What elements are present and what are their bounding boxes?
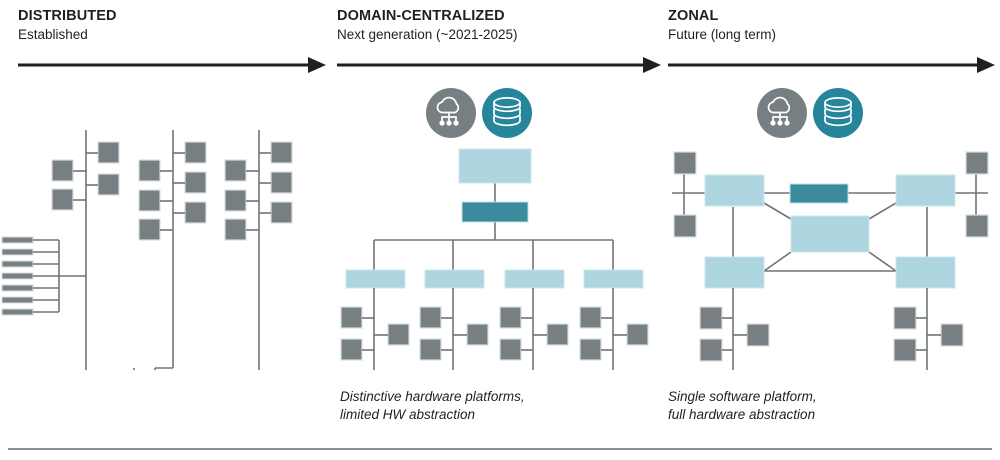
sensor-comb-group (1, 236, 86, 316)
arrow-distributed (18, 57, 326, 73)
ecu-branch-upper-a (51, 130, 120, 370)
domain-controller-box (583, 269, 644, 289)
column-subtitle: Future (long term) (668, 27, 777, 42)
database-icon (813, 88, 863, 138)
footer-divider (8, 448, 992, 450)
domain-controller-box (345, 269, 406, 289)
arrow-zonal (668, 57, 995, 73)
arrow-domain-centralized (337, 57, 661, 73)
column-header-zonal: ZONAL Future (long term) (668, 8, 776, 43)
domain-subtree (499, 288, 569, 370)
column-header-distributed: DISTRIBUTED Established (18, 8, 117, 43)
zone-controller-box (704, 256, 765, 289)
column-title: DOMAIN-CENTRALIZED (337, 8, 505, 24)
central-compute-box (790, 215, 870, 253)
column-header-domain-centralized: DOMAIN-CENTRALIZED Next generation (~202… (337, 8, 518, 43)
ecu-branch-upper-b (138, 130, 207, 370)
zone-controller-box (895, 174, 956, 207)
central-compute-box (458, 148, 532, 184)
domain-controller-box (424, 269, 485, 289)
column-subtitle: Next generation (~2021-2025) (337, 27, 518, 42)
zonal-icons (757, 88, 863, 138)
column-title: ZONAL (668, 8, 719, 24)
domain-subtree (340, 288, 410, 370)
panel-distributed-graphic (1, 130, 293, 370)
domain-controller-box (504, 269, 565, 289)
domain-subtree (419, 288, 489, 370)
zone-controller-box (895, 256, 956, 289)
domain-centralized-icons (426, 88, 532, 138)
ecu-branch-upper-c (224, 130, 293, 370)
domain-subtree (579, 288, 649, 370)
zone-controller-box (704, 174, 765, 207)
zonal-subtree (893, 288, 964, 370)
cloud-network-icon (757, 88, 807, 138)
timeline-arrows (18, 57, 995, 73)
column-subtitle: Established (18, 27, 88, 42)
zonal-gateway-box (789, 183, 849, 204)
gateway-box (461, 201, 529, 223)
zonal-subtree (699, 288, 770, 370)
database-icon (482, 88, 532, 138)
column-title: DISTRIBUTED (18, 8, 117, 24)
panel-zonal-graphic (672, 151, 989, 370)
panel-domain-centralized-graphic (340, 148, 649, 370)
cloud-network-icon (426, 88, 476, 138)
caption-zonal: Single software platform, full hardware … (668, 389, 817, 422)
caption-domain-centralized: Distinctive hardware platforms, limited … (340, 389, 525, 422)
ecu-branch-lower-a (133, 368, 135, 370)
